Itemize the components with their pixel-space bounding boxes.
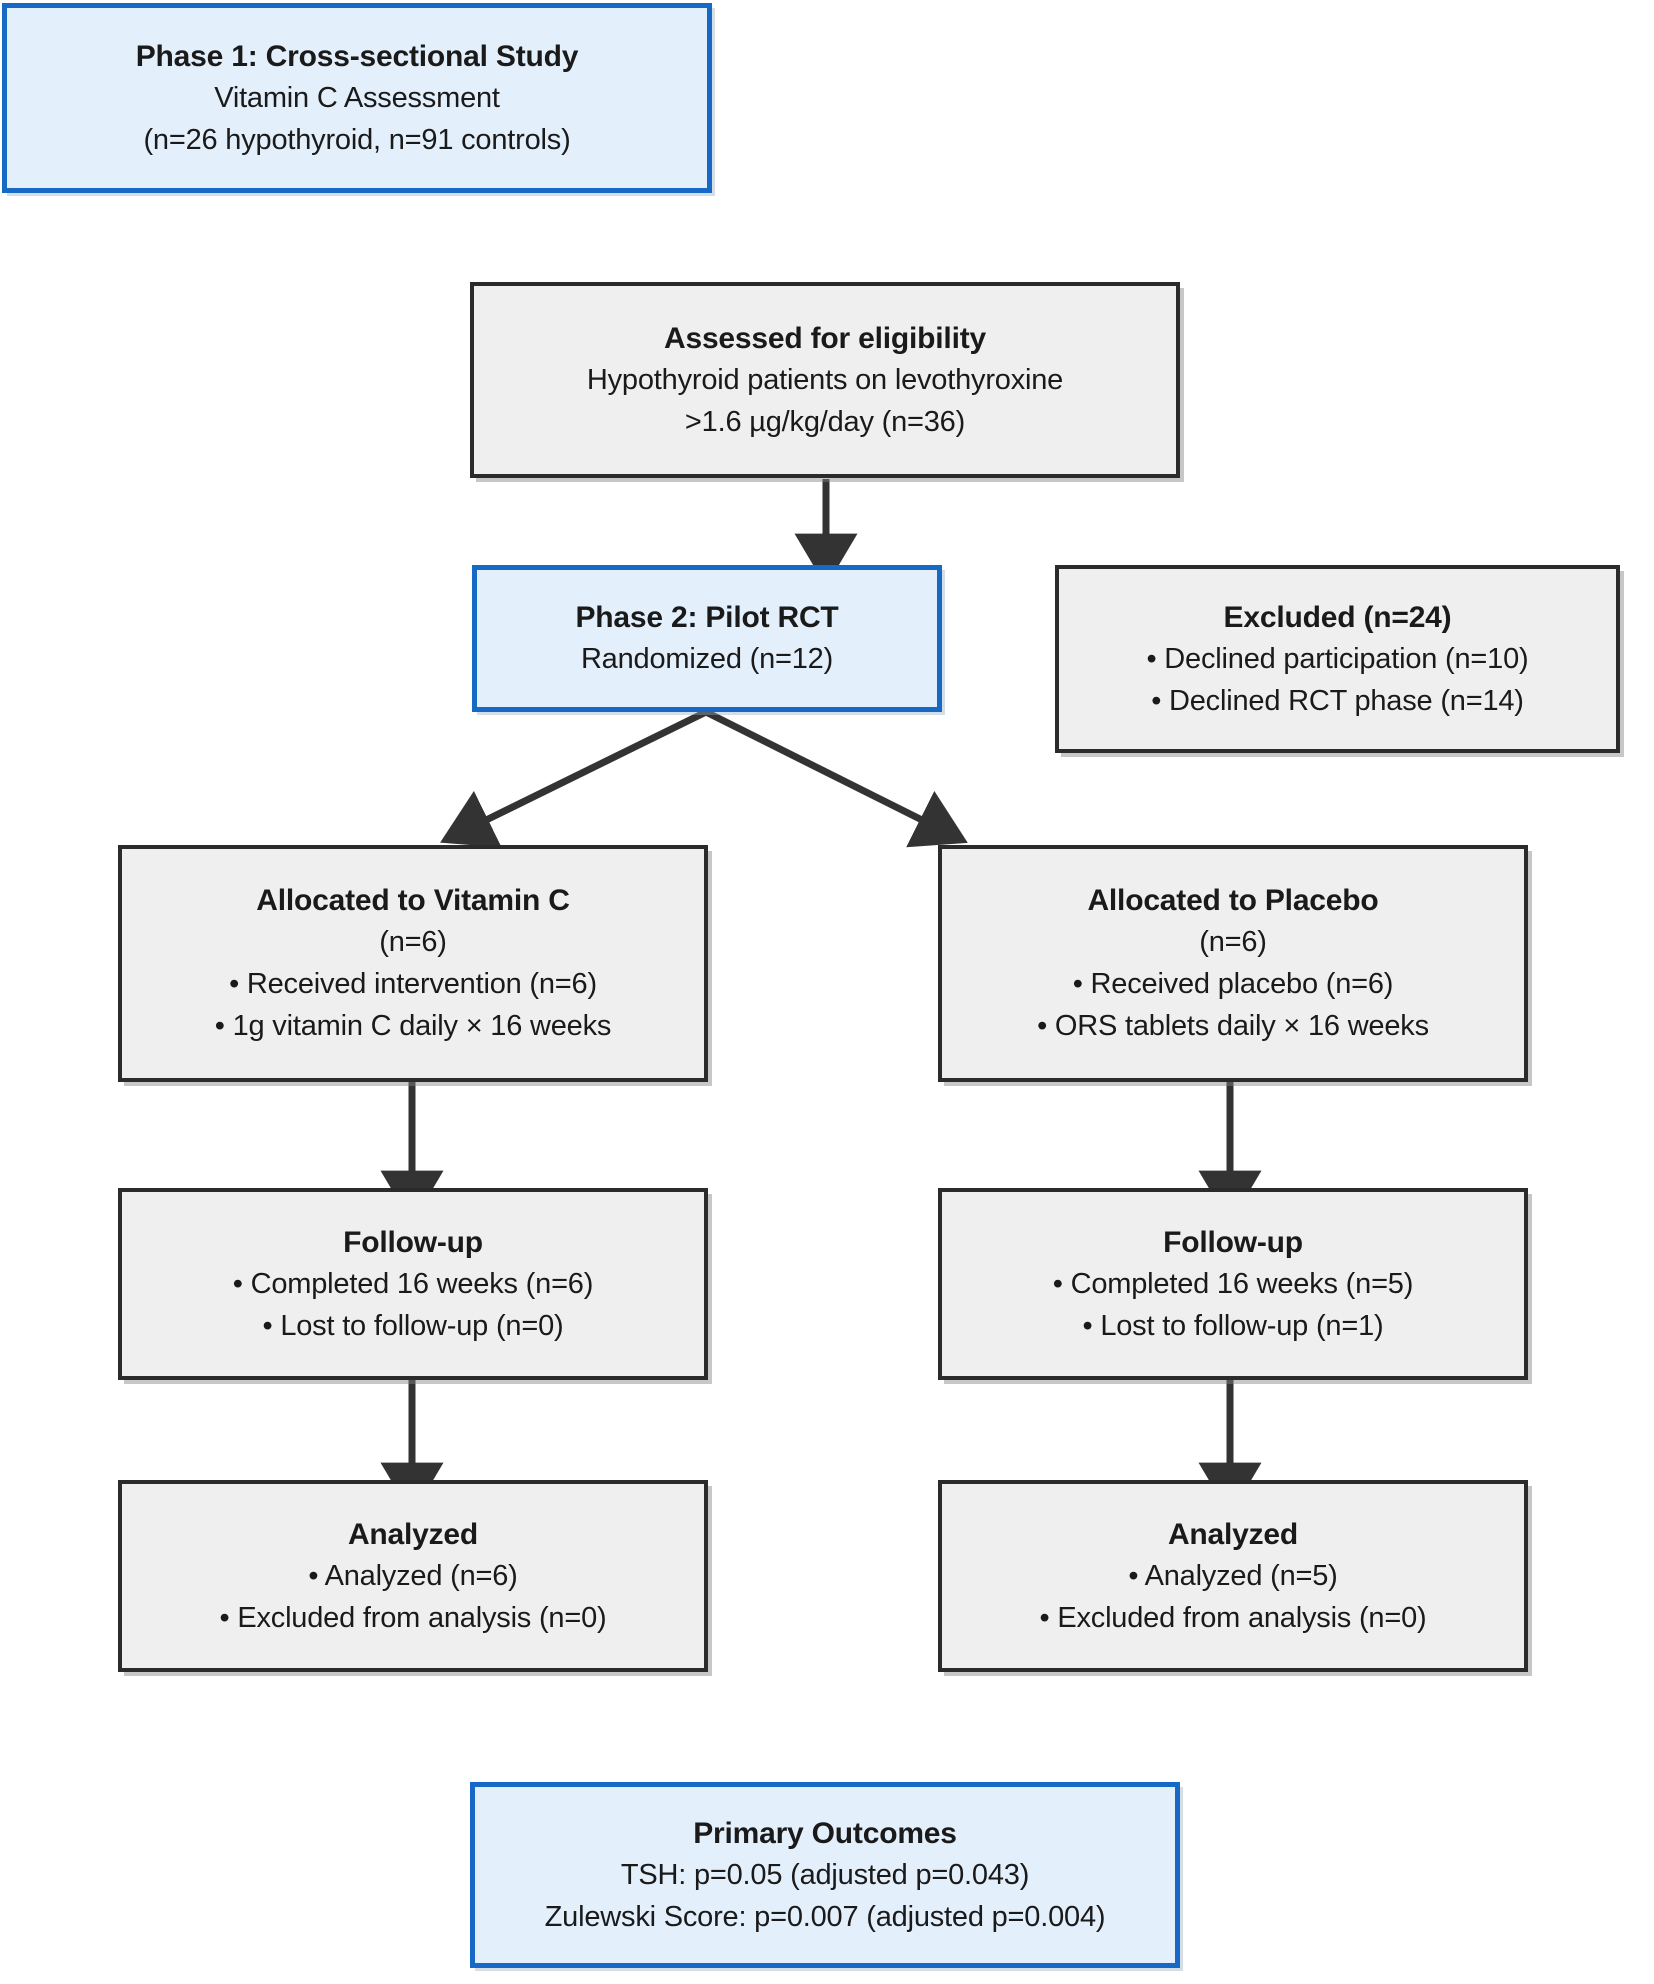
node-followup-vitamin-c: Follow-up • Completed 16 weeks (n=6) • L…	[118, 1188, 708, 1380]
arrow-phase2-to-vitamin-c	[440, 708, 708, 848]
node-analyzed-vitamin-c-lines: • Analyzed (n=6) • Excluded from analysi…	[220, 1558, 607, 1637]
node-followup-placebo-lines: • Completed 16 weeks (n=5) • Lost to fol…	[1052, 1266, 1414, 1345]
node-eligibility-lines: Hypothyroid patients on levothyroxine >1…	[587, 362, 1063, 441]
node-followup-placebo-title: Follow-up	[1163, 1225, 1303, 1259]
node-eligibility-line-1: Hypothyroid patients on levothyroxine	[586, 363, 1064, 396]
node-phase2-line-1: Randomized (n=12)	[580, 643, 834, 676]
node-followup-vitamin-c-line-2: • Lost to follow-up (n=0)	[262, 1309, 564, 1342]
node-allocated-vitamin-c-line-3: • 1g vitamin C daily × 16 weeks	[214, 1009, 612, 1042]
node-excluded-lines: • Declined participation (n=10) • Declin…	[1147, 641, 1529, 720]
node-analyzed-placebo-line-1: • Analyzed (n=5)	[1128, 1559, 1338, 1592]
node-followup-placebo: Follow-up • Completed 16 weeks (n=5) • L…	[938, 1188, 1528, 1380]
node-allocated-vitamin-c-line-2: • Received intervention (n=6)	[229, 968, 597, 1001]
node-excluded-line-1: • Declined participation (n=10)	[1146, 642, 1529, 675]
node-allocated-placebo-line-1: (n=6)	[1199, 926, 1267, 959]
node-followup-vitamin-c-lines: • Completed 16 weeks (n=6) • Lost to fol…	[232, 1266, 594, 1345]
node-excluded: Excluded (n=24) • Declined participation…	[1055, 565, 1620, 753]
node-phase1-line-2: (n=26 hypothyroid, n=91 controls)	[143, 123, 571, 156]
node-primary-outcomes: Primary Outcomes TSH: p=0.05 (adjusted p…	[470, 1782, 1180, 1968]
node-phase1: Phase 1: Cross-sectional Study Vitamin C…	[2, 3, 712, 193]
node-primary-outcomes-line-2: Zulewski Score: p=0.007 (adjusted p=0.00…	[544, 1900, 1106, 1933]
node-primary-outcomes-title: Primary Outcomes	[693, 1816, 957, 1850]
node-allocated-placebo: Allocated to Placebo (n=6) • Received pl…	[938, 845, 1528, 1082]
node-phase2: Phase 2: Pilot RCT Randomized (n=12)	[472, 565, 942, 712]
node-analyzed-vitamin-c-line-1: • Analyzed (n=6)	[308, 1559, 518, 1592]
node-allocated-vitamin-c-title: Allocated to Vitamin C	[256, 884, 570, 918]
node-analyzed-vitamin-c: Analyzed • Analyzed (n=6) • Excluded fro…	[118, 1480, 708, 1672]
node-analyzed-vitamin-c-line-2: • Excluded from analysis (n=0)	[219, 1601, 607, 1634]
node-allocated-placebo-lines: (n=6) • Received placebo (n=6) • ORS tab…	[1037, 924, 1429, 1045]
node-primary-outcomes-lines: TSH: p=0.05 (adjusted p=0.043) Zulewski …	[545, 1857, 1106, 1936]
node-allocated-vitamin-c-lines: (n=6) • Received intervention (n=6) • 1g…	[214, 924, 612, 1045]
node-followup-vitamin-c-line-1: • Completed 16 weeks (n=6)	[232, 1267, 594, 1300]
node-primary-outcomes-line-1: TSH: p=0.05 (adjusted p=0.043)	[620, 1858, 1030, 1891]
node-analyzed-placebo-lines: • Analyzed (n=5) • Excluded from analysi…	[1040, 1558, 1427, 1637]
node-eligibility-title: Assessed for eligibility	[664, 321, 986, 355]
node-phase1-lines: Vitamin C Assessment (n=26 hypothyroid, …	[143, 80, 570, 159]
node-analyzed-vitamin-c-title: Analyzed	[347, 1517, 479, 1551]
node-followup-placebo-line-1: • Completed 16 weeks (n=5)	[1052, 1267, 1414, 1300]
node-excluded-line-2: • Declined RCT phase (n=14)	[1151, 684, 1524, 717]
arrow-phase2-to-placebo	[704, 708, 968, 848]
node-followup-placebo-line-2: • Lost to follow-up (n=1)	[1082, 1309, 1384, 1342]
node-phase1-line-1: Vitamin C Assessment	[214, 81, 500, 114]
node-analyzed-placebo-title: Analyzed	[1167, 1517, 1299, 1551]
node-excluded-title: Excluded (n=24)	[1223, 600, 1452, 634]
node-analyzed-placebo-line-2: • Excluded from analysis (n=0)	[1039, 1601, 1427, 1634]
node-phase2-title: Phase 2: Pilot RCT	[575, 601, 839, 635]
node-phase2-lines: Randomized (n=12)	[581, 641, 833, 679]
node-eligibility-line-2: >1.6 µg/kg/day (n=36)	[684, 405, 966, 438]
node-allocated-placebo-title: Allocated to Placebo	[1087, 884, 1379, 918]
node-phase1-title: Phase 1: Cross-sectional Study	[135, 39, 579, 73]
node-allocated-placebo-line-3: • ORS tablets daily × 16 weeks	[1037, 1009, 1429, 1042]
node-allocated-placebo-line-2: • Received placebo (n=6)	[1072, 968, 1394, 1001]
node-analyzed-placebo: Analyzed • Analyzed (n=5) • Excluded fro…	[938, 1480, 1528, 1672]
node-allocated-vitamin-c-line-1: (n=6)	[379, 926, 447, 959]
node-allocated-vitamin-c: Allocated to Vitamin C (n=6) • Received …	[118, 845, 708, 1082]
node-eligibility: Assessed for eligibility Hypothyroid pat…	[470, 282, 1180, 478]
node-followup-vitamin-c-title: Follow-up	[343, 1225, 483, 1259]
